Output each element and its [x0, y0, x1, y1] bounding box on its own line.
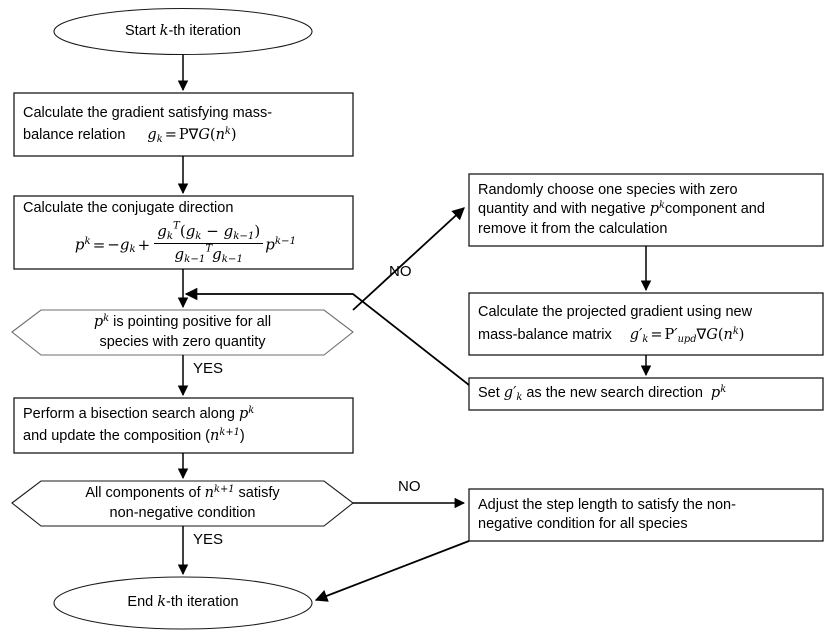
bisection-line-2-post: ) — [239, 427, 245, 444]
conjugate-node-label: Calculate the conjugate direction pk=−gk… — [23, 200, 348, 266]
bisection-line-1-pre: Perform a bisection search along — [23, 406, 239, 423]
end-label-pre: End — [127, 594, 158, 611]
decision-positive-line-2: species with zero quantity — [99, 333, 266, 350]
decision-positive-label: pk is pointing positive for all species … — [41, 310, 324, 355]
decision-nonneg-line-2: non-negative condition — [109, 504, 256, 521]
gradient-line-2-pre: balance relation — [23, 127, 126, 143]
decision-nonneg-line-1-post: satisfy — [234, 485, 280, 502]
random-choose-line-2-pre: quantity and with negative — [478, 201, 650, 218]
set-direction-math-1: g′k — [503, 385, 523, 404]
bisection-line-1-math: pk — [239, 405, 255, 423]
decision-nonneg-label: All components of nk+1 satisfy non-negat… — [41, 481, 324, 526]
projected-gradient-formula: g′k=P′upd∇G(nk) — [629, 325, 745, 345]
decision-positive-math: pk — [93, 313, 110, 331]
decision-nonneg-line-1-pre: All components of — [85, 485, 205, 502]
set-direction-pre: Set — [478, 385, 504, 402]
bisection-node-label: Perform a bisection search along pk and … — [23, 398, 348, 453]
edge-label-no-upper: NO — [389, 263, 412, 280]
end-label-post: -th iteration — [166, 594, 239, 611]
bisection-line-2-pre: and update the composition ( — [23, 427, 211, 444]
decision-positive-line-1-post: is pointing positive for all — [109, 314, 272, 331]
set-direction-node-label: Set g′k as the new search direction pk — [478, 378, 818, 410]
projected-gradient-line-1: Calculate the projected gradient using n… — [478, 304, 753, 321]
start-label-math: k — [159, 22, 169, 39]
random-choose-line-2-post: component and — [664, 201, 765, 218]
start-label-post: -th iteration — [168, 22, 241, 39]
start-label-pre: Start — [125, 22, 160, 39]
edge-label-yes-upper: YES — [193, 360, 224, 377]
edge-label-no-lower: NO — [398, 478, 421, 495]
end-node-label: End k-th iteration — [54, 577, 312, 629]
set-direction-math-2: pk — [710, 384, 727, 402]
set-direction-mid: as the new search direction — [522, 385, 707, 402]
bisection-line-2-math: nk+1 — [210, 426, 240, 444]
projected-gradient-line-2-pre: mass-balance matrix — [478, 326, 612, 343]
decision-nonneg-math: nk+1 — [204, 484, 235, 502]
adjust-step-line-2: negative condition for all species — [478, 516, 688, 532]
edge-label-yes-lower: YES — [193, 531, 224, 548]
random-choose-line-1: Randomly choose one species with zero — [478, 182, 738, 199]
random-choose-line-3: remove it from the calculation — [478, 220, 668, 237]
edge-adjust-to-end — [314, 540, 470, 602]
conjugate-line-1: Calculate the conjugate direction — [23, 200, 234, 217]
edge-decision-positive-no — [352, 207, 465, 311]
start-node-label: Start k-th iteration — [54, 9, 312, 54]
random-choose-node-label: Randomly choose one species with zero qu… — [478, 174, 818, 246]
adjust-step-node-label: Adjust the step length to satisfy the no… — [478, 489, 818, 541]
gradient-node-label: Calculate the gradient satisfying mass- … — [23, 93, 348, 156]
random-choose-math: pk — [649, 200, 665, 218]
projected-gradient-node-label: Calculate the projected gradient using n… — [478, 293, 818, 355]
gradient-line-1: Calculate the gradient satisfying mass- — [23, 104, 273, 121]
gradient-formula: gk=P∇G(nk) — [147, 125, 237, 145]
adjust-step-line-1: Adjust the step length to satisfy the no… — [478, 496, 736, 513]
end-label-math: k — [157, 594, 167, 611]
